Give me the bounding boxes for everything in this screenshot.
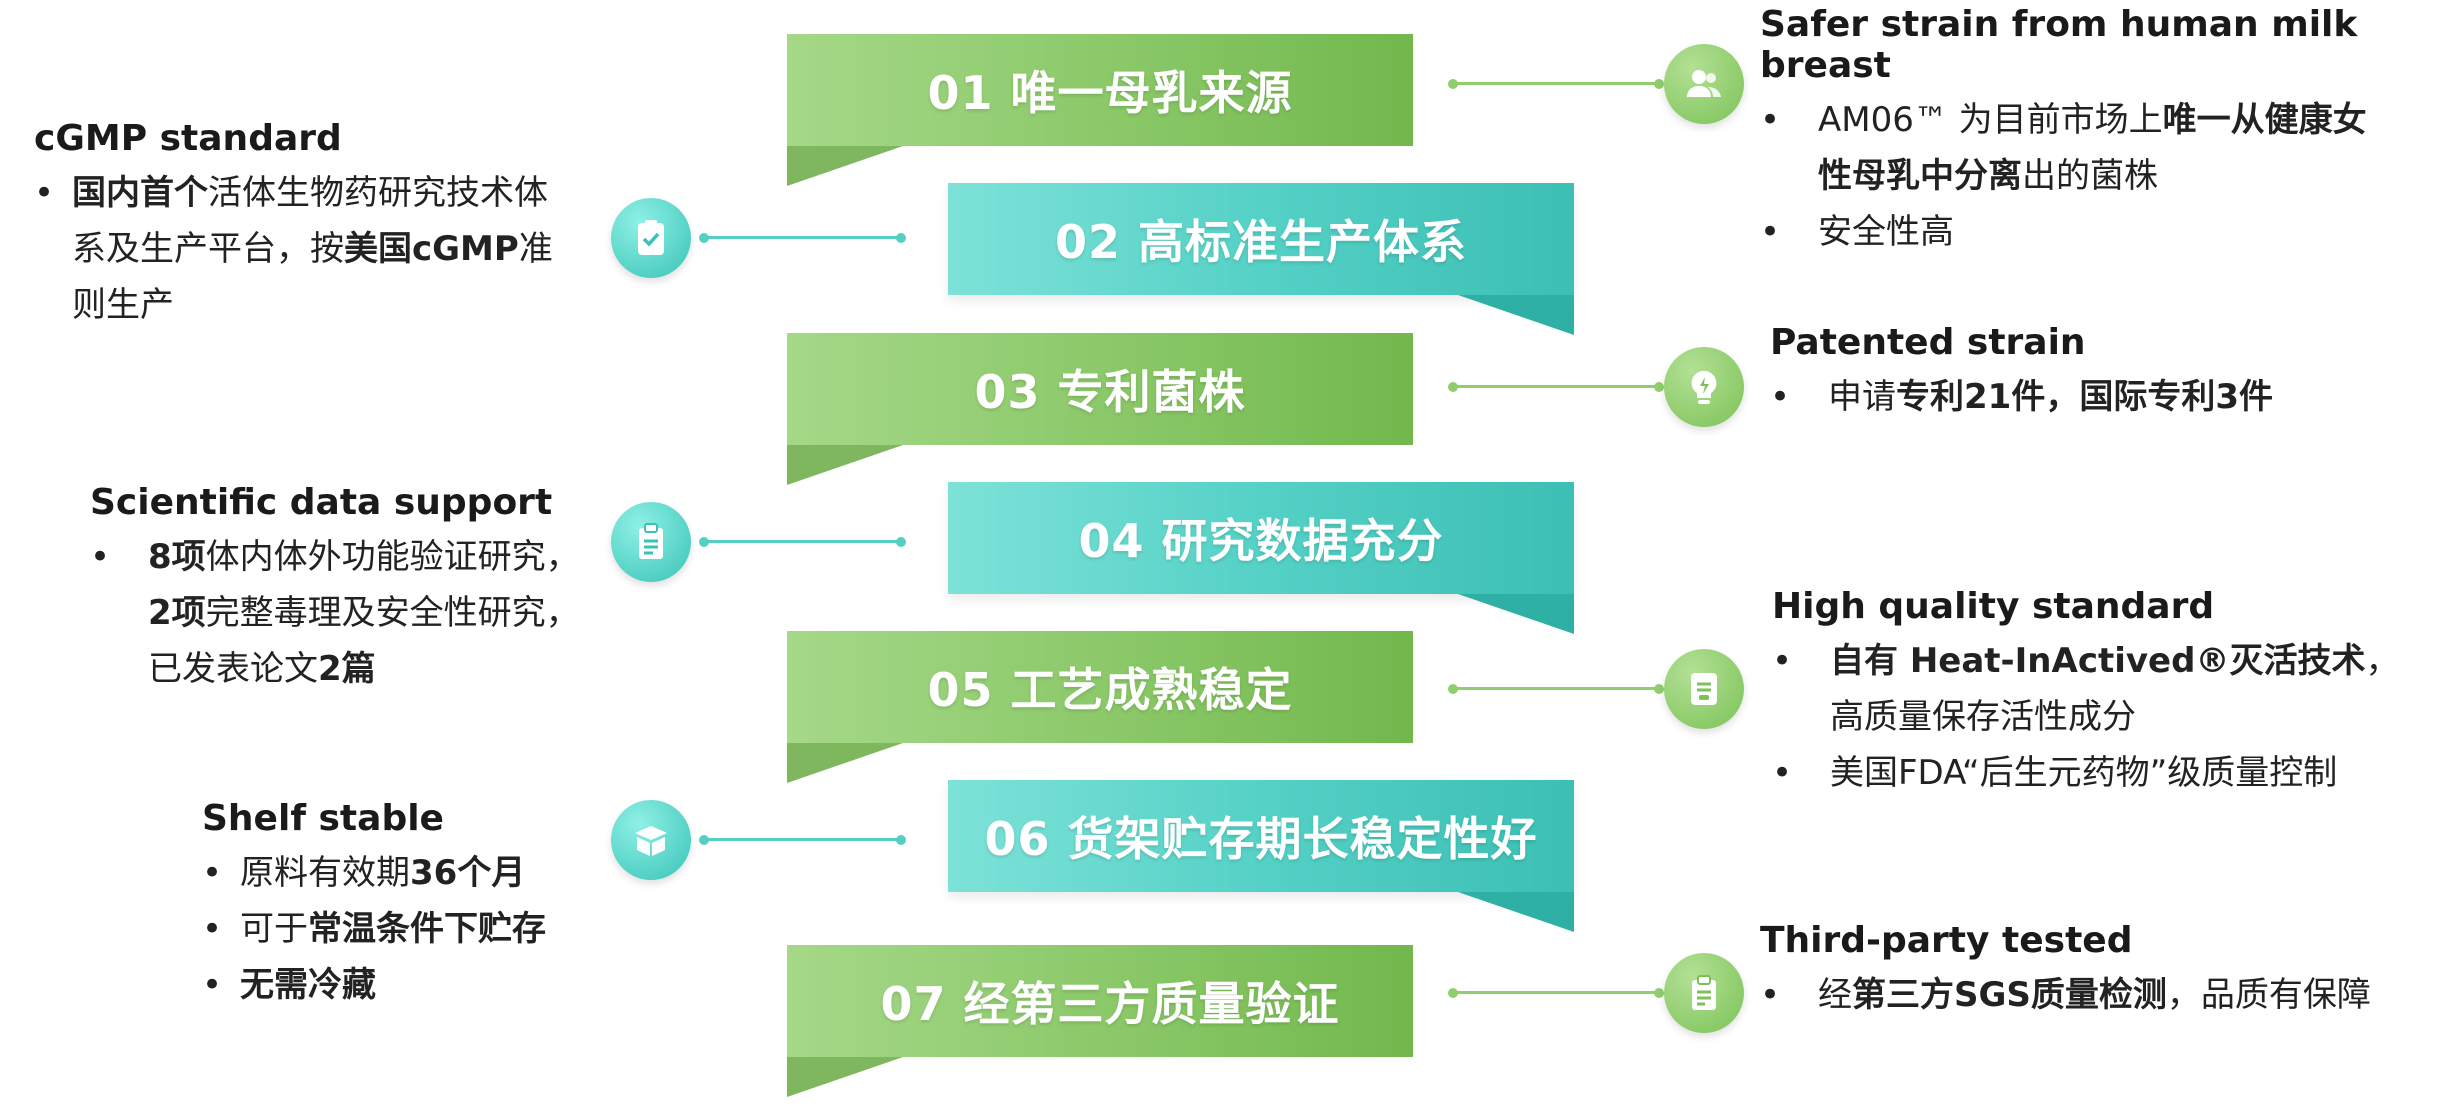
step-03-label: 03 专利菌株: [787, 333, 1413, 445]
storage-icon: [1664, 649, 1744, 729]
step-01-ribbon: 01 唯一母乳来源: [787, 34, 1413, 186]
info-bullet: 美国FDA“后生元药物”级质量控制: [1772, 745, 2440, 801]
info-bullet: 原料有效期36个月: [202, 845, 622, 901]
ribbon-fold: [787, 445, 903, 485]
info-third-party: Third-party tested 经第三方SGS质量检测，品质有保障: [1760, 920, 2440, 1023]
info-title: Safer strain from human milk breast: [1760, 4, 2358, 86]
bulb-icon: [1664, 347, 1744, 427]
info-bullet: 可于常温条件下贮存: [202, 901, 622, 957]
ribbon-fold: [787, 146, 903, 186]
step-01-label: 01 唯一母乳来源: [787, 34, 1413, 146]
connector-dot: [1654, 382, 1664, 392]
step-02-label: 02 高标准生产体系: [948, 183, 1574, 295]
info-title: High quality standard: [1772, 586, 2215, 627]
step-05-ribbon: 05 工艺成熟稳定: [787, 631, 1413, 783]
checklist-icon: [611, 198, 691, 278]
connector-dot: [1654, 684, 1664, 694]
step-02-ribbon: 02 高标准生产体系: [948, 183, 1574, 335]
info-bullet: 自有 Heat-InActived®灭活技术， 高质量保存活性成分: [1772, 633, 2440, 745]
info-bullet: 无需冷藏: [202, 957, 622, 1013]
connector-dot: [896, 835, 906, 845]
step-05-label: 05 工艺成熟稳定: [787, 631, 1413, 743]
info-scientific-data: Scientific data support 8项体内体外功能验证研究， 2项…: [90, 482, 610, 697]
info-bullet: 8项体内体外功能验证研究， 2项完整毒理及安全性研究， 已发表论文2篇: [90, 529, 610, 697]
info-safer-strain: Safer strain from human milk breast AM06…: [1760, 4, 2440, 260]
step-04-ribbon: 04 研究数据充分: [948, 482, 1574, 634]
info-title: Scientific data support: [90, 482, 553, 523]
ribbon-fold: [787, 1057, 903, 1097]
ribbon-fold: [1458, 295, 1574, 335]
info-bullet: 申请专利21件，国际专利3件: [1770, 369, 2430, 425]
info-bullet: 国内首个活体生物药研究技术体 系及生产平台，按美国cGMP准 则生产: [34, 165, 594, 333]
info-patented-strain: Patented strain 申请专利21件，国际专利3件: [1770, 322, 2430, 425]
report-icon: [1664, 953, 1744, 1033]
step-03-ribbon: 03 专利菌株: [787, 333, 1413, 485]
ribbon-fold: [1458, 892, 1574, 932]
info-bullet: AM06™ 为目前市场上唯一从健康女 性母乳中分离出的菌株: [1760, 92, 2440, 204]
connector-dot: [896, 537, 906, 547]
connector-dot: [896, 233, 906, 243]
info-bullet: 安全性高: [1760, 204, 2440, 260]
connector-line: [1453, 687, 1658, 690]
info-shelf-stable: Shelf stable 原料有效期36个月 可于常温条件下贮存 无需冷藏: [202, 798, 622, 1013]
info-bullet: 经第三方SGS质量检测，品质有保障: [1760, 967, 2440, 1023]
step-04-label: 04 研究数据充分: [948, 482, 1574, 594]
step-07-label: 07 经第三方质量验证: [787, 945, 1413, 1057]
info-high-quality: High quality standard 自有 Heat-InActived®…: [1772, 586, 2440, 801]
connector-line: [704, 236, 900, 239]
connector-dot: [1654, 79, 1664, 89]
connector-dot: [1654, 988, 1664, 998]
connector-line: [1453, 991, 1658, 994]
info-title: cGMP standard: [34, 118, 342, 159]
connector-line: [704, 540, 900, 543]
connector-line: [704, 838, 900, 841]
step-07-ribbon: 07 经第三方质量验证: [787, 945, 1413, 1097]
step-06-label: 06 货架贮存期长稳定性好: [948, 780, 1574, 892]
connector-line: [1453, 385, 1658, 388]
users-icon: [1664, 44, 1744, 124]
info-cgmp: cGMP standard 国内首个活体生物药研究技术体 系及生产平台，按美国c…: [34, 118, 594, 333]
box-icon: [611, 800, 691, 880]
clipboard-icon: [611, 502, 691, 582]
connector-line: [1453, 82, 1658, 85]
step-06-ribbon: 06 货架贮存期长稳定性好: [948, 780, 1574, 932]
info-title: Patented strain: [1770, 322, 2086, 363]
ribbon-fold: [787, 743, 903, 783]
info-title: Third-party tested: [1760, 920, 2133, 961]
ribbon-fold: [1458, 594, 1574, 634]
info-title: Shelf stable: [202, 798, 444, 839]
